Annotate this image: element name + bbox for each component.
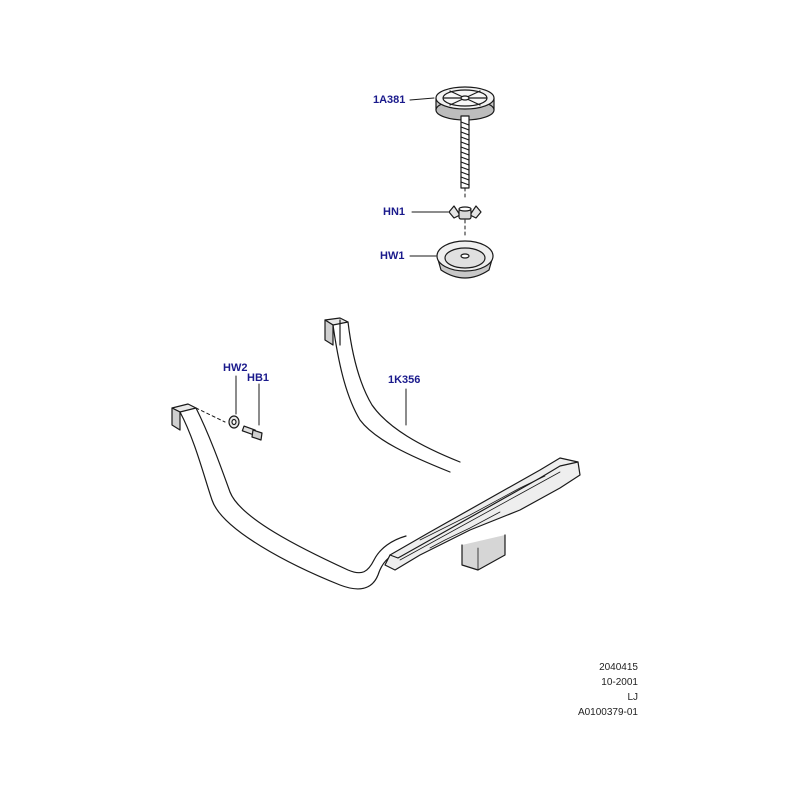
callout-1K356: 1K356	[388, 374, 421, 386]
wing-nut-part	[448, 205, 482, 220]
reference-line-3: LJ	[627, 692, 638, 703]
threaded-rod-part	[460, 115, 470, 189]
reference-line-4: A0100379-01	[577, 707, 638, 718]
callout-HB1: HB1	[247, 372, 270, 384]
callout-HN1: HN1	[383, 206, 406, 218]
jack-clamp-disc-part	[435, 86, 495, 121]
callout-HW1: HW1	[380, 250, 405, 262]
reference-line-2: 10-2001	[601, 677, 638, 688]
bolt-part	[241, 425, 263, 441]
leader-lines	[235, 97, 449, 426]
reference-line-1: 2040415	[599, 662, 638, 673]
jack-bracket-part	[171, 317, 581, 590]
callout-HW2: HW2	[223, 362, 248, 374]
cup-washer-part	[436, 240, 494, 279]
washer-part	[228, 415, 240, 429]
callout-1A381: 1A381	[373, 94, 406, 106]
